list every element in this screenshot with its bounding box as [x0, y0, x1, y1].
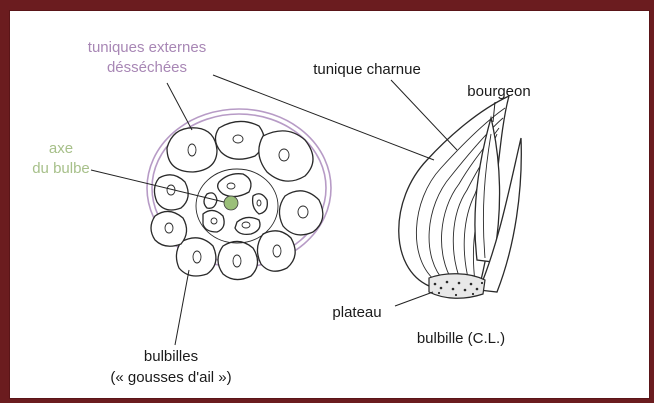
clove [204, 193, 217, 208]
bulbil-longitudinal-section [399, 96, 522, 298]
clove [215, 121, 264, 159]
clove [151, 211, 187, 246]
bulb-axis [224, 196, 238, 210]
clove [203, 210, 224, 232]
clove [167, 128, 217, 172]
label-tuniques-line1: tuniques externes [88, 39, 206, 56]
label-axe-line1: axe [49, 140, 73, 157]
label-bulbille-caption: bulbille (C.L.) [417, 330, 505, 347]
clove [279, 191, 322, 235]
label-plateau: plateau [332, 304, 381, 321]
leader-bulbilles [175, 270, 189, 345]
diagram-frame: tuniques externes désséchées axe du bulb… [9, 10, 650, 399]
clove [253, 194, 268, 214]
clove [218, 174, 251, 197]
clove [259, 131, 313, 181]
label-bulbilles-line1: bulbilles [144, 348, 198, 365]
leader-tunique-charnue [391, 80, 457, 150]
label-tunique-charnue: tunique charnue [313, 61, 421, 78]
leader-tuniques-bulb [167, 83, 192, 130]
label-tuniques-line2: désséchées [107, 59, 187, 76]
clove [218, 241, 258, 279]
label-axe-line2: du bulbe [32, 160, 90, 177]
leader-plateau [395, 292, 433, 306]
label-bourgeon: bourgeon [467, 83, 530, 100]
clove [176, 238, 215, 276]
label-bulbilles-line2: (« gousses d'ail ») [110, 369, 231, 386]
garlic-bulb-diagram: tuniques externes désséchées axe du bulb… [9, 10, 650, 399]
clove [257, 231, 295, 271]
bulb-cross-section [147, 109, 331, 280]
clove [235, 217, 260, 234]
